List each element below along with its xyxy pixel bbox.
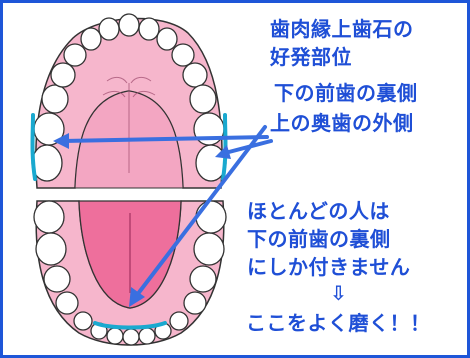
lower-dental-arch-icon	[34, 201, 226, 345]
note-line-3: にしか付きません	[247, 256, 410, 278]
note-line-1: ほとんどの人は	[247, 200, 390, 222]
dental-illustration	[3, 3, 467, 355]
heading-line-3: 下の前歯の裏側	[274, 82, 418, 104]
note-line-4: ここをよく磨く！！	[246, 312, 431, 334]
down-arrow-icon: ⇩	[330, 282, 347, 304]
note-line-2: 下の前歯の裏側	[247, 228, 391, 250]
heading-line-1: 歯肉縁上歯石の	[270, 18, 414, 40]
heading-line-2: 好発部位	[270, 46, 352, 68]
heading-line-4: 上の奥歯の外側	[270, 112, 414, 134]
upper-dental-arch-icon	[32, 14, 226, 188]
